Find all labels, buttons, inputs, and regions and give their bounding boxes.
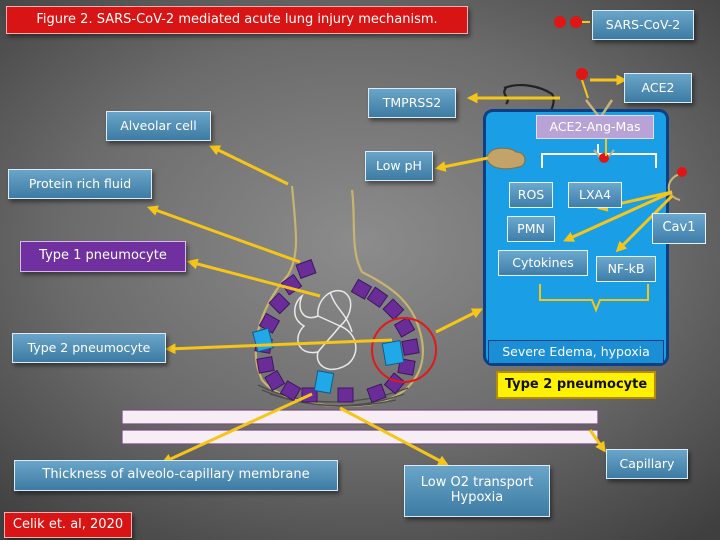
label-lxa4: LXA4 bbox=[568, 182, 622, 208]
label-pmn: PMN bbox=[507, 216, 555, 242]
arrows-left bbox=[146, 145, 606, 466]
label-cytokines: Cytokines bbox=[498, 250, 588, 276]
label-low-o2-line2: Hypoxia bbox=[450, 490, 504, 505]
arrow-capillary bbox=[588, 429, 606, 453]
label-capillary: Capillary bbox=[606, 449, 688, 479]
virus-bound-top bbox=[576, 68, 588, 80]
virus-spike-top bbox=[581, 79, 589, 99]
label-tmprss2: TMPRSS2 bbox=[368, 88, 456, 118]
label-severe-edema: Severe Edema, hypoxia bbox=[488, 340, 664, 364]
arrow-low-ph bbox=[434, 156, 489, 172]
alveolus-base-scribble bbox=[257, 384, 409, 407]
capillary-membrane-lower bbox=[121, 429, 599, 445]
arrow-type2 bbox=[164, 338, 393, 355]
label-type2-pneumocyte: Type 2 pneumocyte bbox=[12, 333, 166, 363]
arrow-protein-fluid bbox=[146, 205, 301, 264]
label-thickness-membrane: Thickness of alveolo-capillary membrane bbox=[14, 460, 338, 491]
label-low-o2: Low O2 transport Hypoxia bbox=[404, 465, 550, 517]
label-ace2-ang-mas: ACE2-Ang-Mas bbox=[536, 115, 654, 139]
label-protein-rich-fluid: Protein rich fluid bbox=[8, 169, 152, 199]
cav1-receptor bbox=[667, 173, 681, 201]
label-low-ph: Low pH bbox=[365, 151, 433, 181]
virus-internal bbox=[599, 153, 609, 163]
highlight-circle bbox=[371, 317, 437, 383]
arrow-low-o2 bbox=[339, 406, 449, 466]
label-cav1: Cav1 bbox=[652, 213, 706, 244]
arrow-thickness bbox=[161, 392, 313, 464]
receptor-bracket bbox=[541, 144, 657, 168]
arrow-type1 bbox=[186, 258, 321, 298]
label-sars-cov-2: SARS-CoV-2 bbox=[592, 10, 694, 40]
label-ros: ROS bbox=[509, 182, 553, 208]
label-ace2: ACE2 bbox=[624, 73, 692, 103]
arrow-alveolar-cell bbox=[209, 145, 289, 186]
label-alveolar-cell: Alveolar cell bbox=[106, 111, 211, 141]
label-type1-pneumocyte: Type 1 pneumocyte bbox=[20, 241, 186, 272]
arrow-cav1-nfkb bbox=[615, 194, 674, 253]
arrows-cell-panel bbox=[434, 74, 674, 253]
virus-particle-1 bbox=[554, 16, 566, 28]
virus-particle-2 bbox=[570, 16, 582, 28]
label-type2-cell: Type 2 pneumocyte bbox=[496, 371, 656, 399]
citation: Celik et. al, 2020 bbox=[4, 512, 132, 538]
figure-title: Figure 2. SARS-CoV-2 mediated acute lung… bbox=[6, 6, 468, 34]
alveolar-cells-right bbox=[350, 278, 420, 403]
arrow-to-cell-panel bbox=[435, 308, 483, 334]
label-low-o2-line1: Low O2 transport bbox=[420, 475, 534, 491]
arrow-cav1-pmn bbox=[563, 190, 673, 242]
endosome bbox=[486, 147, 526, 170]
edema-bracket bbox=[539, 284, 649, 313]
label-nf-kb: NF-kB bbox=[596, 256, 656, 282]
virus-cav1 bbox=[677, 167, 687, 177]
